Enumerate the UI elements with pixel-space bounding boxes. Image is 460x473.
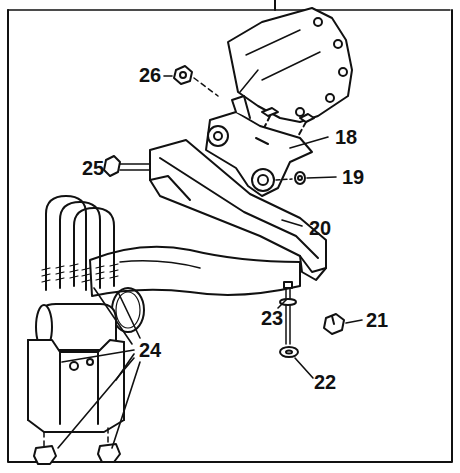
- callout-number: 23: [261, 308, 283, 328]
- callout-number: 20: [309, 218, 331, 238]
- callout-number: 24: [139, 340, 161, 360]
- callout-number: 21: [366, 310, 388, 330]
- callout-number: 25: [82, 158, 104, 178]
- callout-number: 22: [314, 372, 336, 392]
- callout-number: 26: [139, 65, 161, 85]
- callout-number: 19: [342, 167, 364, 187]
- callout-number: 18: [335, 127, 357, 147]
